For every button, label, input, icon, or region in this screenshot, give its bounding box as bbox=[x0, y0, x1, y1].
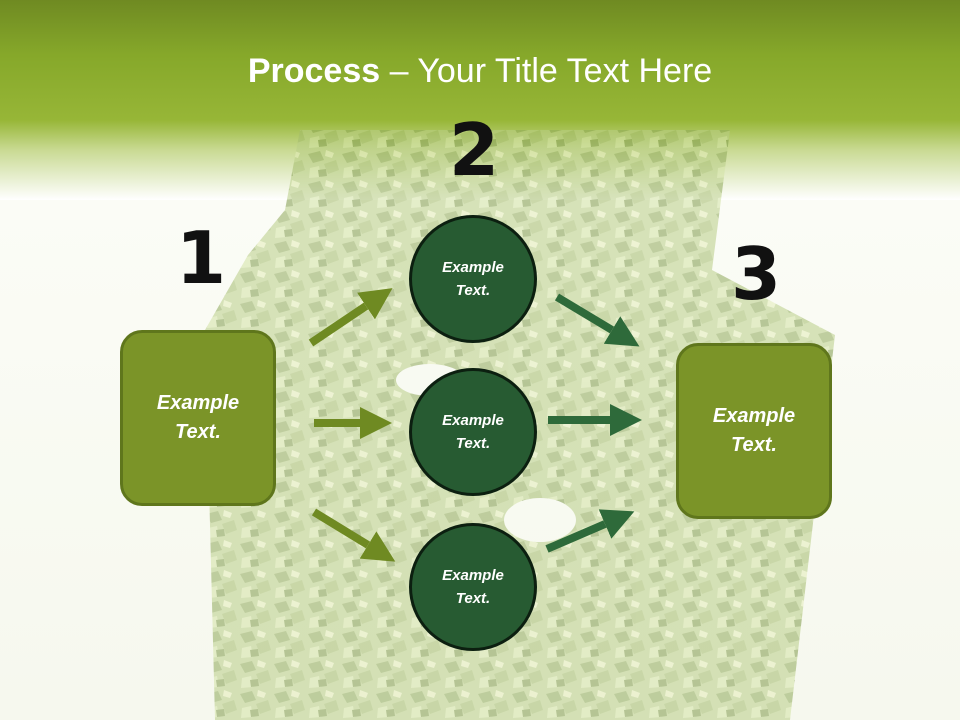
step-2-circle-bottom: Example Text. bbox=[409, 523, 537, 651]
title-bold: Process bbox=[247, 52, 381, 90]
step-number-3: 3 bbox=[731, 232, 782, 316]
step-number-2: 2 bbox=[449, 108, 500, 192]
step-1-line2: Text. bbox=[175, 421, 221, 443]
circle-top-line1: Example bbox=[442, 259, 504, 276]
arrow-right-icon bbox=[554, 293, 640, 347]
step-3-box: Example Text. bbox=[676, 343, 832, 519]
arrow-right-icon bbox=[545, 509, 635, 553]
page-title: Process – Your Title Text Here bbox=[0, 52, 960, 91]
step-3-line2: Text. bbox=[731, 434, 777, 456]
circle-middle-line2: Text. bbox=[455, 435, 491, 452]
step-2-circle-middle: Example Text. bbox=[409, 368, 537, 496]
circle-bottom-line2: Text. bbox=[455, 590, 491, 607]
step-1-box: Example Text. bbox=[120, 330, 276, 506]
step-3-line1: Example bbox=[712, 405, 796, 427]
step-number-1: 1 bbox=[176, 216, 227, 300]
arrow-right-icon bbox=[308, 288, 393, 347]
step-2-circle-top: Example Text. bbox=[409, 215, 537, 343]
arrow-right-icon bbox=[311, 508, 396, 562]
step-1-line1: Example bbox=[156, 392, 240, 414]
circle-middle-line1: Example bbox=[442, 412, 504, 429]
circle-top-line2: Text. bbox=[455, 282, 491, 299]
circle-bottom-line1: Example bbox=[442, 567, 504, 584]
title-rest: – Your Title Text Here bbox=[380, 52, 713, 90]
